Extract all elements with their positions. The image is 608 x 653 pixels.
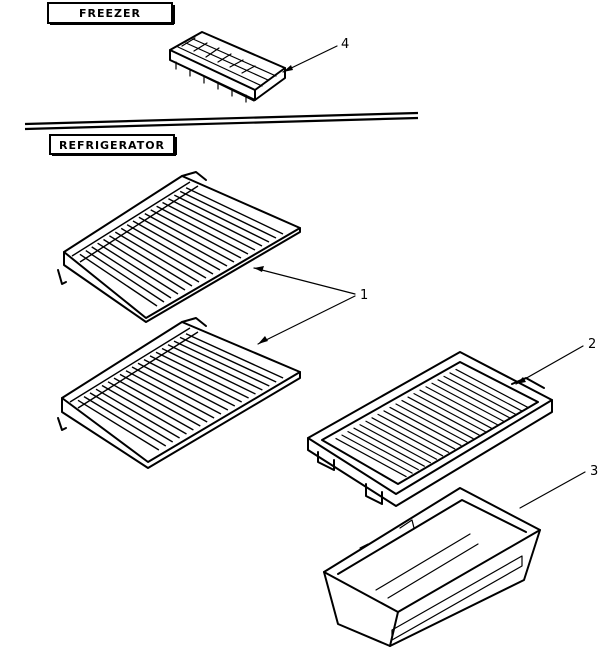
wire-shelf-icon — [57, 317, 301, 469]
crisper-pan-icon — [323, 487, 541, 647]
callout-3: 3 — [590, 464, 598, 479]
freezer-label: FREEZER — [47, 2, 175, 25]
leader-line-3 — [519, 471, 586, 509]
freezer-label-text: FREEZER — [79, 7, 141, 20]
callout-2: 2 — [588, 337, 596, 352]
crisper-cover-icon — [307, 351, 553, 507]
arrowhead-2 — [516, 377, 526, 384]
wire-shelf-icon — [57, 171, 301, 323]
ice-tray-icon — [169, 31, 286, 103]
arrowhead-4 — [283, 65, 293, 72]
arrowhead-1b — [258, 336, 268, 344]
arrowhead-1a — [254, 266, 264, 272]
leader-line-2 — [515, 345, 584, 385]
leader-line-1b — [257, 295, 356, 345]
section-divider — [24, 111, 419, 131]
refrigerator-label-text: REFRIGERATOR — [59, 139, 165, 152]
callout-4: 4 — [341, 37, 349, 52]
leader-line-1a — [253, 267, 356, 295]
refrigerator-label: REFRIGERATOR — [49, 134, 177, 156]
callout-1: 1 — [360, 288, 368, 303]
